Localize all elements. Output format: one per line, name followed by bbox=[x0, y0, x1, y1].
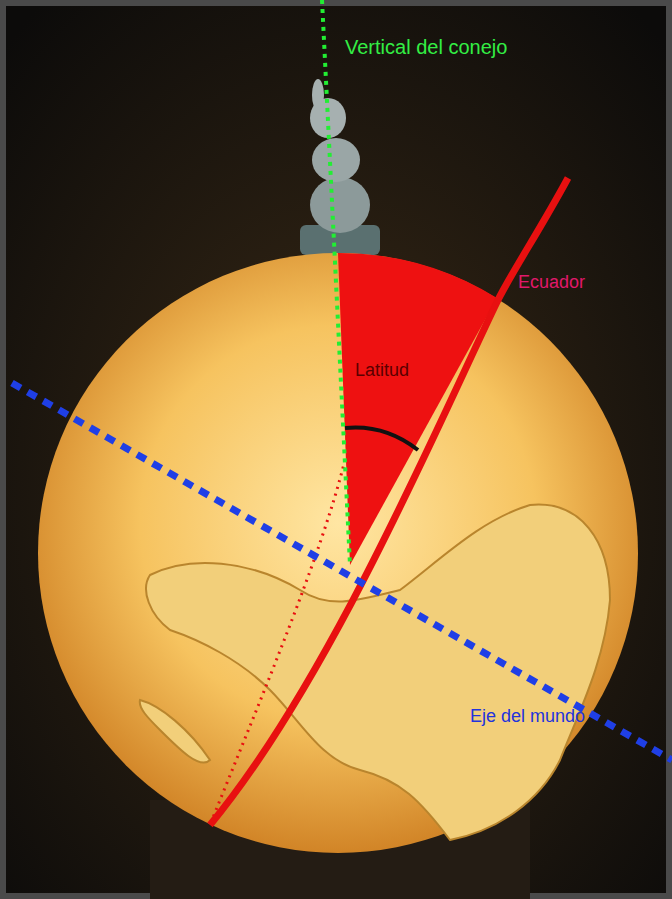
axis-label: Vertical del conejo bbox=[345, 36, 507, 59]
world-axis bbox=[12, 383, 672, 760]
line-label: Ecuador bbox=[518, 272, 585, 293]
rabbit-ear bbox=[312, 79, 324, 111]
rabbit-figurine bbox=[310, 177, 370, 233]
equator-line bbox=[210, 178, 568, 825]
rabbit-vertical bbox=[322, 0, 350, 565]
axis-label: Eje del mundo bbox=[470, 706, 585, 727]
latitude-wedge bbox=[338, 253, 497, 565]
angle-arc bbox=[345, 427, 418, 450]
photo-frame bbox=[3, 3, 669, 896]
peninsula bbox=[140, 700, 210, 763]
rabbit-figurine bbox=[312, 138, 360, 182]
hidden-equator bbox=[210, 460, 345, 825]
angle-label: Latitud bbox=[355, 360, 409, 381]
